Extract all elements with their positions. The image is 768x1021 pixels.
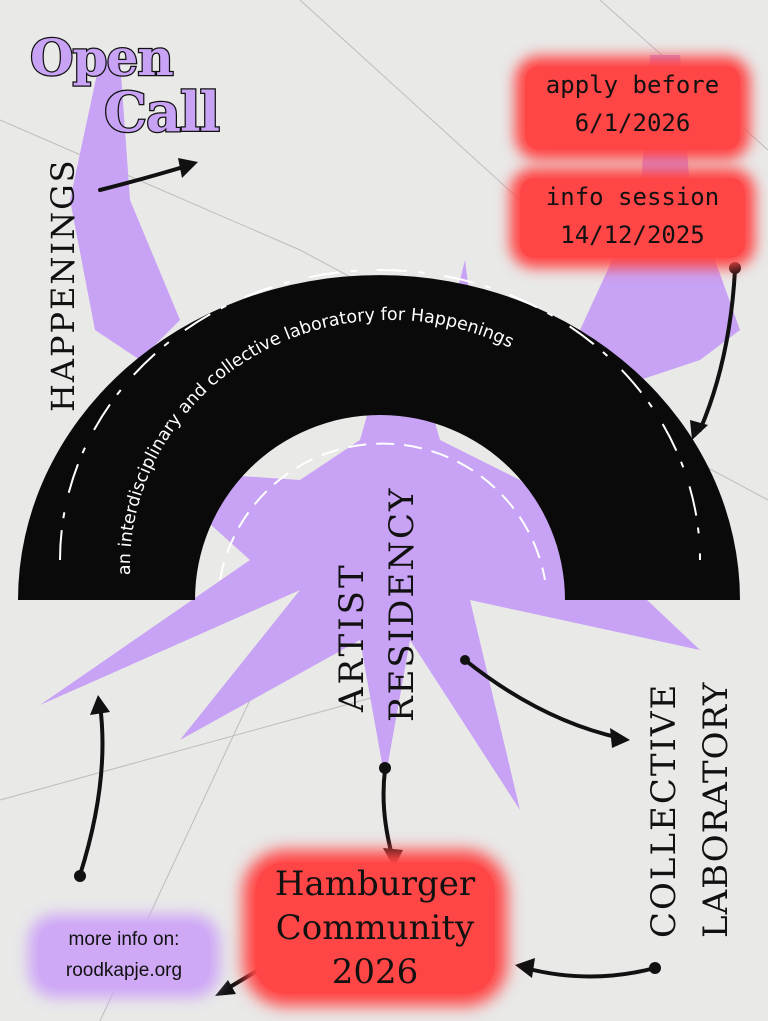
more-info-url[interactable]: roodkapje.org xyxy=(65,960,183,981)
arrow-icon xyxy=(463,658,622,740)
session-date: 14/12/2025 xyxy=(560,221,705,249)
more-info-label: more info on: xyxy=(68,929,180,950)
apply-label: apply before xyxy=(545,71,720,99)
info-session: info session 14/12/2025 xyxy=(520,178,745,258)
arrow-icon xyxy=(381,768,394,857)
label-happenings: HAPPENINGS xyxy=(44,158,82,412)
label-residency: RESIDENCY xyxy=(382,486,422,722)
apply-deadline: apply before 6/1/2026 xyxy=(525,66,740,150)
apply-date: 6/1/2026 xyxy=(574,109,691,137)
logo-call: Call xyxy=(103,79,222,146)
more-info: more info on: roodkapje.org xyxy=(38,924,210,988)
event-line1: Hamburger xyxy=(274,864,476,904)
label-laboratory: LABORATORY xyxy=(696,681,736,938)
arrow-icon xyxy=(523,966,657,979)
session-label: info session xyxy=(545,183,720,211)
event-title: Hamburger Community 2026 xyxy=(255,862,495,994)
label-collective: COLLECTIVE xyxy=(644,682,684,938)
event-line3: 2026 xyxy=(331,952,419,992)
label-artist: ARTIST xyxy=(332,562,372,712)
event-line2: Community xyxy=(275,908,475,948)
arrow-icon xyxy=(78,703,105,877)
logo-open: Open xyxy=(29,27,175,89)
arrow-icon xyxy=(698,268,737,432)
